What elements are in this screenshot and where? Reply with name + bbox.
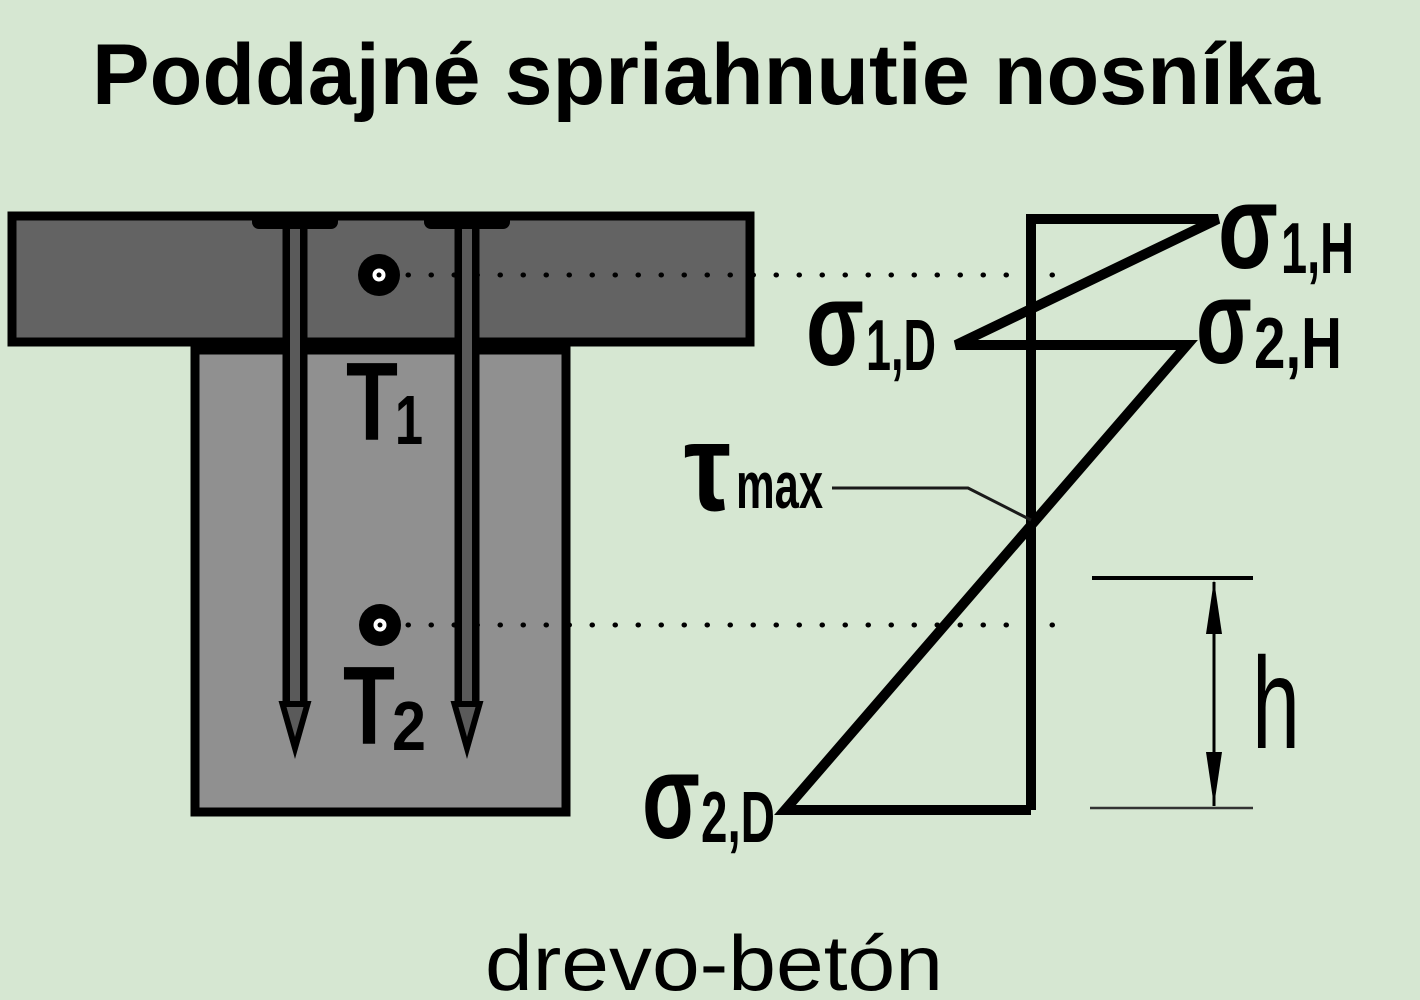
h-dimension bbox=[1090, 576, 1253, 810]
label-sigma-1h-sub: 1,H bbox=[1281, 209, 1354, 289]
label-t1-sub: 1 bbox=[395, 381, 423, 459]
label-sigma-2d-base: σ bbox=[642, 730, 700, 864]
label-sigma-1d-base: σ bbox=[806, 257, 864, 391]
stress-diagram-outline bbox=[774, 214, 1221, 815]
label-sigma-1h-base: σ bbox=[1218, 160, 1278, 294]
centroid-marker-concrete bbox=[358, 254, 400, 296]
centroid-marker-timber bbox=[359, 604, 401, 646]
label-t2-sub: 2 bbox=[392, 687, 426, 765]
screw-left-head bbox=[252, 212, 338, 229]
timber-beam bbox=[190, 345, 571, 817]
label-h: h bbox=[1252, 630, 1300, 776]
label-t2-base: T bbox=[343, 644, 395, 768]
screw-left-tip bbox=[278, 701, 312, 759]
label-sigma-1d: σ 1,D bbox=[806, 257, 936, 391]
label-sigma-2h-sub: 2,H bbox=[1254, 304, 1342, 384]
label-sigma-1h: σ 1,H bbox=[1218, 160, 1354, 294]
label-taumax-sub: max bbox=[736, 448, 823, 522]
screw-right-tip bbox=[450, 701, 484, 759]
page-title: Poddajné spriahnutie nosníka bbox=[92, 27, 1321, 123]
label-taumax: τ max bbox=[684, 398, 823, 537]
taumax-leader-line bbox=[832, 486, 1032, 522]
label-sigma-1d-sub: 1,D bbox=[866, 306, 936, 386]
footer-caption: drevo-betón bbox=[485, 919, 943, 1000]
screw-right-shaft bbox=[462, 228, 472, 706]
label-sigma-2h: σ 2,H bbox=[1196, 255, 1342, 389]
label-sigma-2h-base: σ bbox=[1196, 255, 1252, 389]
screw-left-shaft bbox=[290, 228, 300, 706]
label-sigma-2d: σ 2,D bbox=[642, 730, 775, 864]
label-t1-base: T bbox=[346, 340, 398, 464]
screw-right-head bbox=[424, 212, 510, 229]
h-dim-arrow-up-icon bbox=[1206, 580, 1222, 634]
label-t1: T 1 bbox=[346, 340, 423, 464]
h-dim-arrow-down-icon bbox=[1206, 752, 1222, 806]
label-taumax-base: τ bbox=[684, 398, 731, 537]
label-t2: T 2 bbox=[343, 644, 426, 768]
screw-left bbox=[252, 212, 338, 759]
screw-right bbox=[424, 212, 510, 759]
label-sigma-2d-sub: 2,D bbox=[701, 778, 775, 858]
